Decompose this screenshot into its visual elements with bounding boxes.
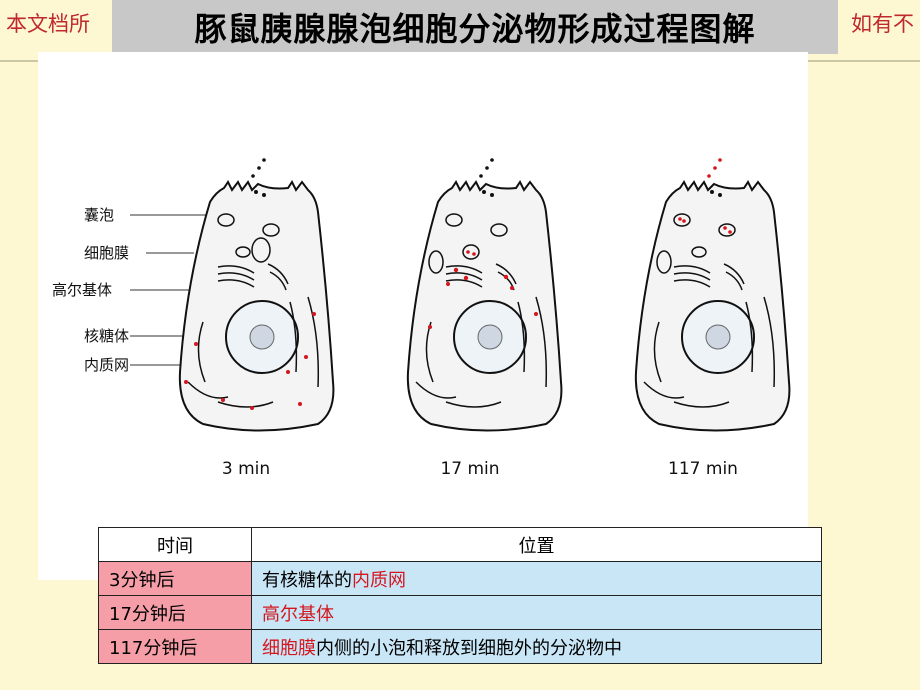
cell-diagram: 囊泡 细胞膜 高尔基体 核糖体 内质网: [52, 158, 791, 479]
watermark-left: 本文档所: [6, 12, 90, 36]
row-location: 细胞膜内侧的小泡和释放到细胞外的分泌物中: [251, 629, 822, 664]
row-location: 高尔基体: [251, 595, 822, 630]
table-row: 117分钟后 细胞膜内侧的小泡和释放到细胞外的分泌物中: [98, 629, 822, 664]
secretion-table: 时间 位置 3分钟后 有核糖体的内质网 17分钟后 高尔基体 117分钟后 细胞…: [98, 527, 822, 664]
header-time: 时间: [98, 527, 252, 562]
location-highlight: 高尔基体: [262, 603, 334, 625]
location-highlight: 细胞膜: [262, 637, 316, 659]
cell-figure: 囊泡 细胞膜 高尔基体 核糖体 内质网: [38, 52, 808, 580]
table-row: 17分钟后 高尔基体: [98, 595, 822, 630]
label-er: 内质网: [84, 356, 129, 374]
row-time: 117分钟后: [98, 629, 252, 664]
label-golgi: 高尔基体: [52, 281, 112, 299]
cell-17min: [406, 158, 563, 432]
time-label-117min: 117 min: [668, 459, 738, 479]
label-ribosome: 核糖体: [84, 327, 129, 345]
row-time: 3分钟后: [98, 561, 252, 596]
header-location: 位置: [251, 527, 822, 562]
row-location: 有核糖体的内质网: [251, 561, 822, 596]
cell-3min: [178, 158, 335, 432]
row-time: 17分钟后: [98, 595, 252, 630]
watermark-right: 如有不: [851, 12, 914, 36]
page-title: 豚鼠胰腺腺泡细胞分泌物形成过程图解: [194, 10, 756, 48]
cell-117min: [634, 158, 791, 432]
location-highlight: 内质网: [352, 569, 406, 591]
location-text: 有核糖体的: [262, 569, 352, 591]
title-banner: 豚鼠胰腺腺泡细胞分泌物形成过程图解: [112, 0, 838, 54]
time-label-17min: 17 min: [440, 459, 499, 479]
label-membrane: 细胞膜: [84, 244, 129, 262]
label-vesicle: 囊泡: [84, 206, 114, 224]
time-label-3min: 3 min: [222, 459, 270, 479]
table-header-row: 时间 位置: [98, 527, 822, 562]
table-row: 3分钟后 有核糖体的内质网: [98, 561, 822, 596]
location-text-tail: 内侧的小泡和释放到细胞外的分泌物中: [316, 637, 622, 659]
